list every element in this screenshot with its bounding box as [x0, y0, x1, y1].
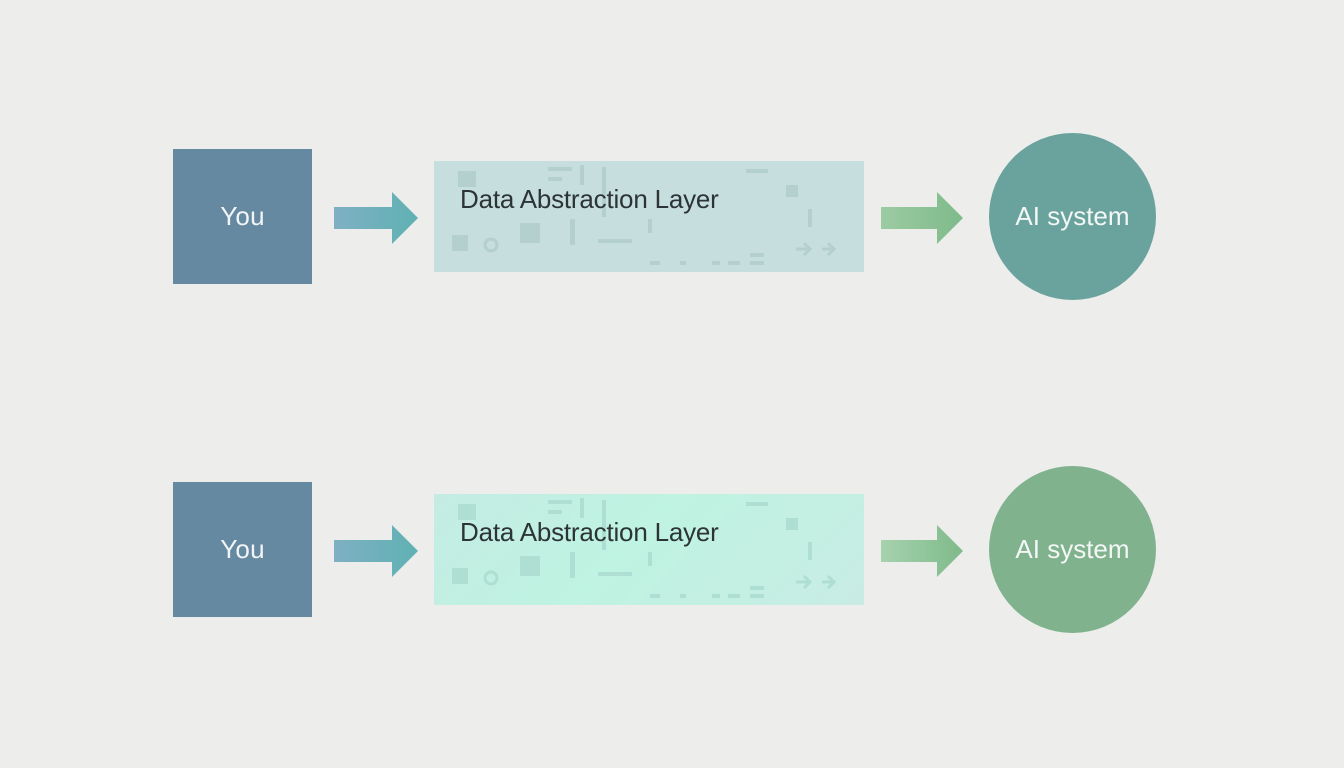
arrow-right-icon: [334, 525, 418, 577]
ai-label: AI system: [1015, 534, 1130, 564]
data-abstraction-layer: Data Abstraction Layer: [434, 494, 864, 605]
arrow-right-icon: [881, 525, 963, 577]
user-node: You: [173, 149, 312, 284]
data-abstraction-layer: Data Abstraction Layer: [434, 161, 864, 272]
user-label: You: [220, 534, 265, 564]
arrow-right-icon: [334, 192, 418, 244]
flow-row-2: You: [0, 465, 1344, 635]
layer-label: Data Abstraction Layer: [460, 184, 719, 214]
layer-label: Data Abstraction Layer: [460, 517, 719, 547]
ai-system-node: AI system: [989, 466, 1156, 633]
ai-label: AI system: [1015, 201, 1130, 231]
user-label: You: [220, 201, 265, 231]
ai-system-node: AI system: [989, 133, 1156, 300]
layer-pattern: [452, 165, 837, 265]
layer-pattern: [452, 498, 837, 598]
flow-row-1: You: [0, 132, 1344, 302]
arrow-right-icon: [881, 192, 963, 244]
user-node: You: [173, 482, 312, 617]
